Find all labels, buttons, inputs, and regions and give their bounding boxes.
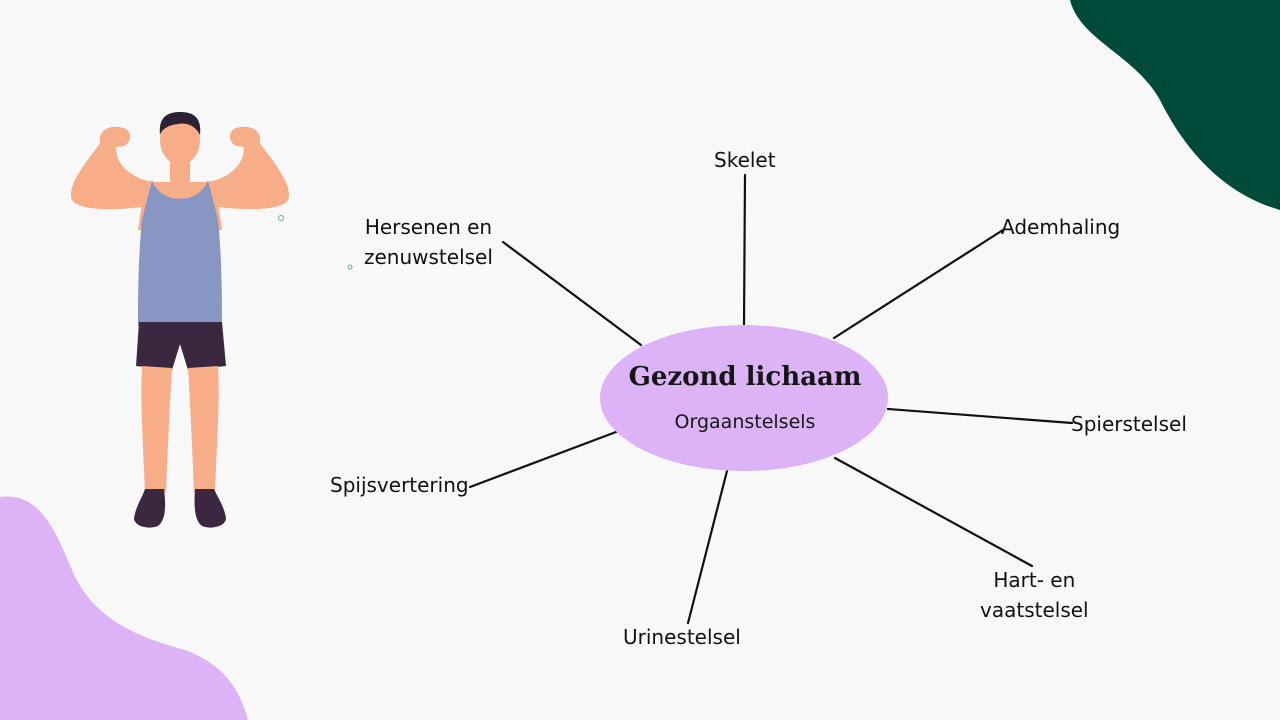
center-title: Gezond lichaam: [628, 362, 862, 392]
connector-hart: [833, 456, 1034, 568]
sparkle-decoration: [347, 264, 353, 270]
connector-ademhaling: [832, 228, 1005, 340]
connector-urine: [686, 469, 729, 625]
center-subtitle: Orgaanstelsels: [674, 411, 816, 433]
connector-spijs: [468, 430, 618, 489]
branch-label-urine: Urinestelsel: [623, 625, 741, 649]
connector-skelet: [742, 173, 747, 328]
branch-label-spijs: Spijsvertering: [330, 473, 469, 497]
green-blob-decoration: [1070, 0, 1280, 210]
connector-hersenen: [501, 240, 643, 347]
branch-label-ademhaling: Ademhaling: [1001, 215, 1121, 239]
connector-spierstelsel: [886, 407, 1074, 425]
center-node: [600, 325, 888, 471]
branch-label-hart: Hart- en vaatstelsel: [980, 568, 1089, 622]
branch-label-spierstelsel: Spierstelsel: [1071, 412, 1187, 436]
sparkle-decoration: [278, 215, 284, 221]
flexing-man-icon: [70, 112, 290, 528]
purple-blob-decoration: [0, 496, 248, 720]
branch-label-hersenen: Hersenen en zenuwstelsel: [364, 215, 493, 269]
branch-label-skelet: Skelet: [714, 148, 776, 172]
